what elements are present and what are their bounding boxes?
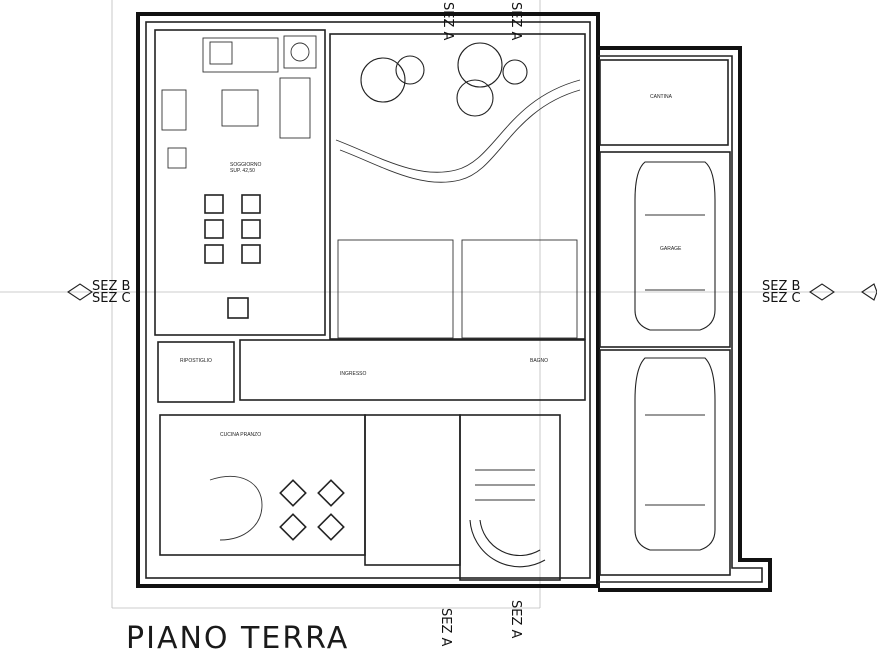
perimeter-walls — [136, 12, 772, 592]
car-upper — [634, 161, 716, 331]
section-label-left-c: SEZ C — [92, 291, 131, 306]
section-marker-bottom: SEZ A SEZ A — [438, 600, 523, 647]
garage: CANTINA GARAGE — [599, 59, 731, 576]
section-label-top-a2: SEZ A — [508, 2, 523, 41]
dining-table-set — [204, 194, 261, 319]
section-marker-right: SEZ B SEZ C — [762, 279, 877, 306]
car-lower — [634, 357, 716, 551]
drawing-title: PIANO TERRA — [126, 621, 349, 656]
garden-courtyard — [329, 33, 586, 340]
kitchen: CUCINA PRANZO — [159, 414, 366, 556]
svg-text:CUCINA PRANZO: CUCINA PRANZO — [220, 432, 261, 438]
section-label-top-a: SEZ A — [440, 2, 455, 41]
svg-text:SOGGIORNO: SOGGIORNO — [230, 162, 262, 168]
section-label-left-b: SEZ B — [92, 279, 130, 294]
svg-text:SUP. 42,50: SUP. 42,50 — [230, 168, 255, 174]
section-label-right-b: SEZ B — [762, 279, 800, 294]
svg-text:CANTINA: CANTINA — [650, 94, 673, 100]
svg-text:GARAGE: GARAGE — [660, 246, 682, 252]
section-marker-top: SEZ A SEZ A — [440, 2, 523, 41]
section-label-bottom-a2: SEZ A — [508, 600, 523, 639]
section-label-right-c: SEZ C — [762, 291, 801, 306]
svg-text:RIPOSTIGLIO: RIPOSTIGLIO — [180, 358, 212, 364]
kitchen-table-chairs — [279, 479, 345, 541]
background-reference-lines — [0, 0, 877, 609]
section-marker-left: SEZ B SEZ C — [67, 279, 131, 306]
section-label-bottom-a: SEZ A — [438, 608, 453, 647]
svg-text:BAGNO: BAGNO — [530, 358, 548, 364]
stair-area — [364, 414, 561, 581]
svg-text:INGRESSO: INGRESSO — [340, 371, 367, 377]
central-hallway: INGRESSO BAGNO RIPOSTIGLIO — [157, 339, 586, 403]
living-room: SOGGIORNO SUP. 42,50 — [154, 29, 326, 336]
